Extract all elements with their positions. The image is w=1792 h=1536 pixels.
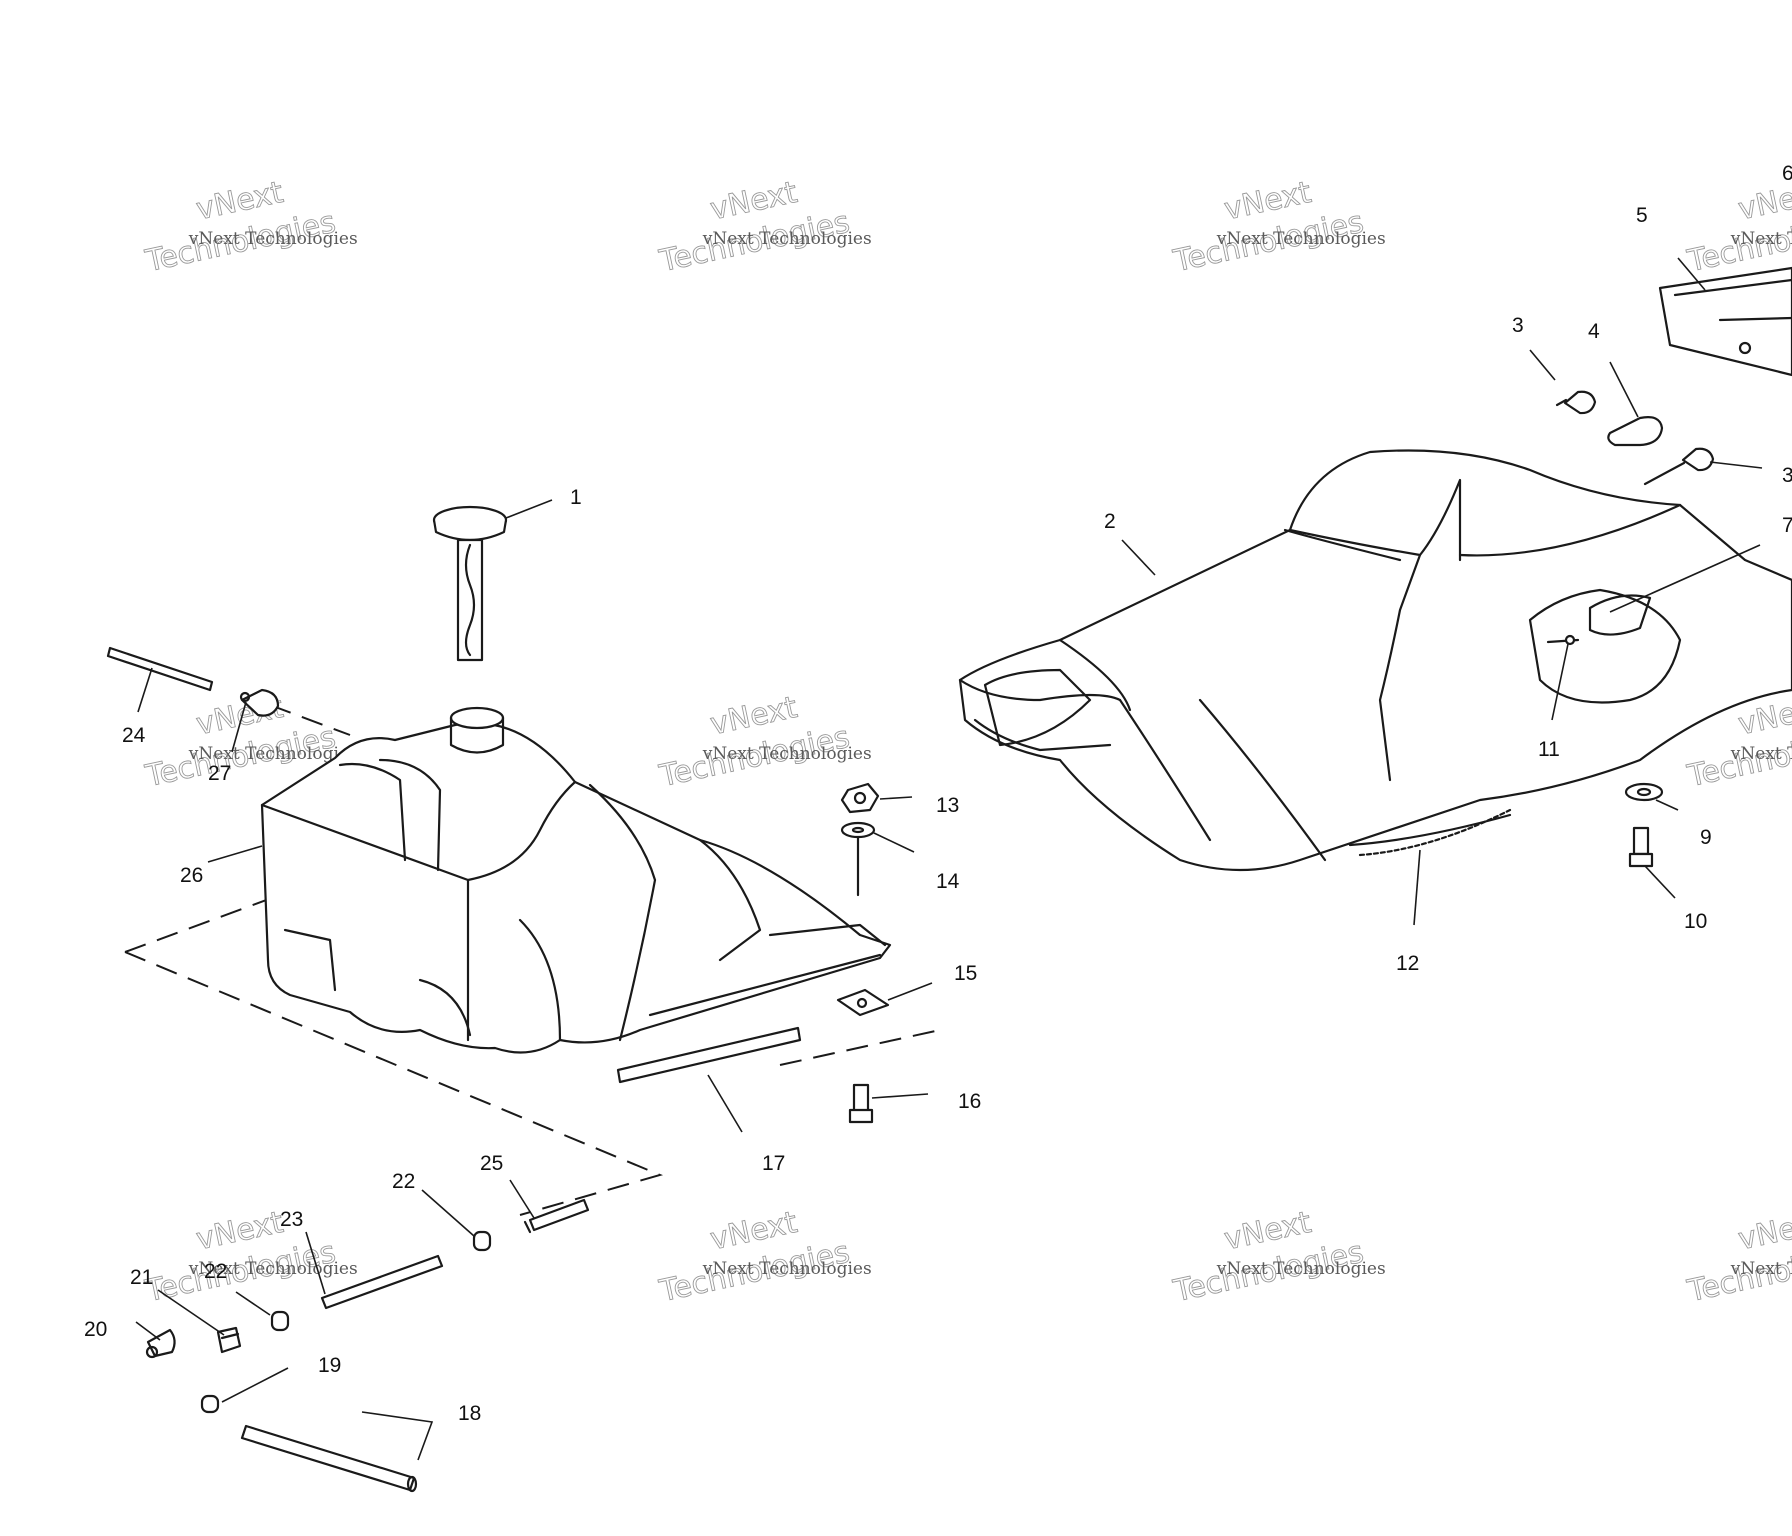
svg-text:vNext Technologies: vNext Technologies — [1216, 1259, 1386, 1279]
bolt-10 — [1628, 826, 1654, 868]
callout-27: 27 — [208, 762, 231, 785]
callout-11: 11 — [1538, 738, 1560, 761]
callout-2: 2 — [1104, 510, 1116, 533]
svg-text:vNext Technologies: vNext Technologies — [702, 1259, 872, 1279]
clip-11 — [1546, 634, 1580, 646]
callout-5: 5 — [1636, 204, 1648, 227]
callout-14: 14 — [936, 870, 960, 893]
fitting-27 — [239, 688, 280, 717]
watermark-2: vNext Technologies vNext Technologies — [655, 174, 872, 279]
callout-18: 18 — [458, 1402, 481, 1425]
svg-text:vNext Technologies: vNext Technologies — [1216, 229, 1386, 249]
push-pin-3a — [1555, 390, 1597, 415]
callout-13: 13 — [936, 794, 959, 817]
watermark-3: vNext Technologies vNext Technologies — [1169, 174, 1386, 279]
assembly-dash-27 — [269, 704, 351, 736]
callout-3a: 3 — [1512, 314, 1524, 337]
grommet-21 — [216, 1326, 242, 1354]
svg-text:vNext Technologies: vNext Technologies — [188, 229, 358, 249]
callout-23: 23 — [280, 1208, 303, 1231]
watermark-10: vNext Technologies vNext Technologies — [655, 1204, 872, 1309]
assembly-dash-top — [124, 894, 281, 953]
washer-14 — [840, 821, 876, 897]
cap-19 — [200, 1394, 220, 1414]
nut-13 — [840, 782, 880, 814]
push-pin-4 — [1607, 416, 1664, 447]
callout-17: 17 — [762, 1152, 785, 1175]
svg-text:vNext Technologies: vNext Technologies — [702, 744, 872, 764]
callout-3b: 3 — [1782, 464, 1792, 487]
svg-text:vNext Technologies: vNext Technologies — [188, 744, 358, 764]
callout-16: 16 — [958, 1090, 981, 1113]
svg-text:vNext Technologies: vNext Technologies — [702, 229, 872, 249]
svg-text:vNext Technologies: vNext Technologies — [1730, 1259, 1792, 1279]
fitting-25 — [523, 1198, 590, 1234]
watermark-12: vNext Technologies vNext Technologies — [1683, 1204, 1792, 1309]
rod-18 — [240, 1424, 418, 1493]
watermark-1: vNext Technologies vNext Technologies — [141, 174, 358, 279]
washer-9 — [1624, 782, 1664, 802]
cap-22b — [270, 1310, 290, 1332]
callout-25: 25 — [480, 1152, 503, 1175]
callout-19: 19 — [318, 1354, 341, 1377]
callout-labels: 1 2 3 4 5 6 3 7 9 10 11 12 13 14 15 16 1… — [84, 162, 1792, 1425]
cap-22a — [472, 1230, 492, 1252]
strip-12 — [1358, 808, 1512, 857]
fuel-tank — [260, 706, 892, 1054]
callout-22b: 22 — [204, 1260, 227, 1283]
seat-bracket — [1658, 266, 1792, 377]
callout-12: 12 — [1396, 952, 1419, 975]
callout-1: 1 — [570, 486, 582, 509]
plate-15 — [836, 988, 890, 1017]
fuel-cap-sender — [432, 505, 508, 662]
callout-22a: 22 — [392, 1170, 415, 1193]
rod-24 — [106, 646, 214, 692]
callout-20: 20 — [84, 1318, 107, 1341]
assembly-dash-left — [124, 951, 664, 1216]
watermark-6: vNext Technologies vNext Technologies — [655, 689, 872, 794]
push-pin-3b — [1643, 447, 1715, 486]
callout-26: 26 — [180, 864, 203, 887]
leader-lines — [135, 257, 1763, 1461]
watermark-11: vNext Technologies vNext Technologies — [1169, 1204, 1386, 1309]
callout-7: 7 — [1782, 514, 1792, 537]
seat — [958, 449, 1792, 872]
callout-4: 4 — [1588, 320, 1600, 343]
elbow-20 — [145, 1328, 176, 1359]
callout-9: 9 — [1700, 826, 1712, 849]
svg-text:vNext Technologies: vNext Technologies — [1730, 744, 1792, 764]
rail-17 — [616, 1026, 802, 1084]
callout-6: 6 — [1782, 162, 1792, 185]
assembly-dash-right — [779, 1029, 941, 1066]
rod-23 — [320, 1254, 444, 1310]
svg-text:vNext Technologies: vNext Technologies — [1730, 229, 1792, 249]
callout-24: 24 — [122, 724, 146, 747]
bolt-16 — [848, 1083, 874, 1124]
callout-10: 10 — [1684, 910, 1707, 933]
callout-15: 15 — [954, 962, 977, 985]
callout-21: 21 — [130, 1266, 153, 1289]
svg-text:vNext: vNext — [1735, 1205, 1792, 1258]
